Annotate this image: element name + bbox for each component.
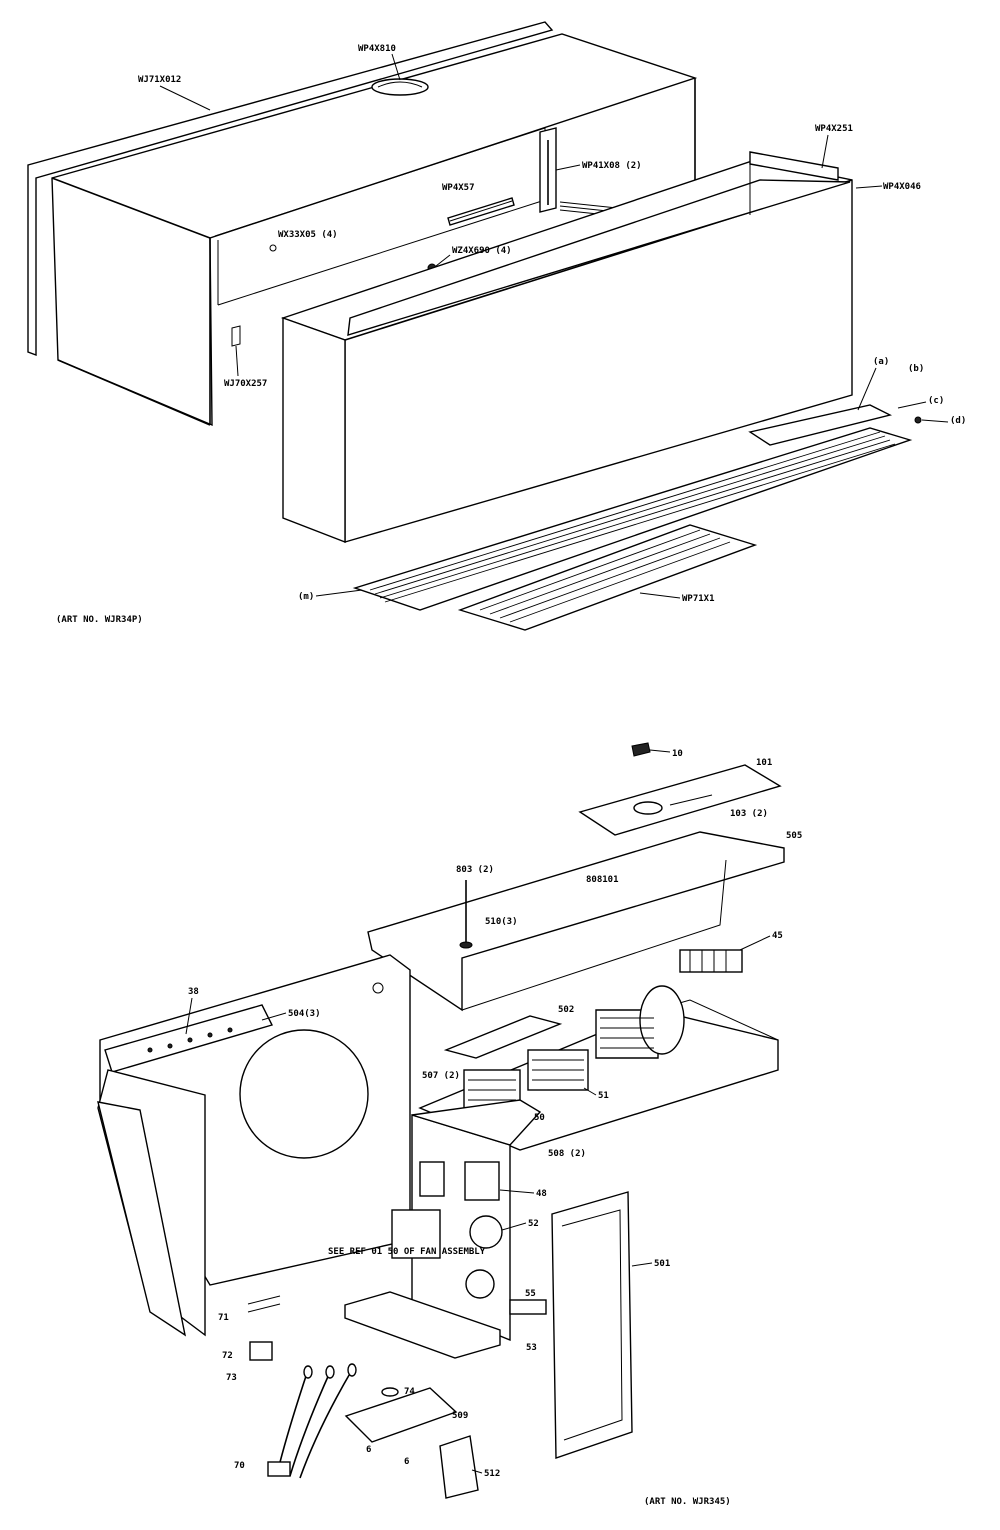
label-knob: 10 (672, 749, 683, 759)
label-wp71x1: WP71X1 (682, 594, 715, 604)
label-wire1: 71 (218, 1313, 229, 1323)
cabinet-assembly (27, 21, 698, 427)
label-wz4x690: WZ4X690 (4) (452, 246, 512, 256)
callout-b: (b) (908, 364, 924, 374)
label-access-panel: 501 (654, 1259, 670, 1269)
front-panel (280, 151, 853, 544)
label-motor-note: SEE REF 01 50 OF FAN ASSEMBLY (328, 1247, 486, 1257)
art-number-bottom: (ART NO. WJR345) (644, 1497, 731, 1507)
label-wj70x257: WJ70X257 (224, 379, 267, 389)
label-knob-small: 55 (525, 1289, 536, 1299)
label-plug: 74 (404, 1387, 415, 1397)
label-wx33x05: WX33X05 (4) (278, 230, 338, 240)
label-wp41x08: WP41X08 (2) (582, 161, 642, 171)
label-cap2: 51 (598, 1091, 609, 1101)
callout-a: (a) (873, 357, 889, 367)
label-terminal: 45 (772, 931, 783, 941)
callout-e: (m) (298, 592, 314, 602)
label-screws-row: 504(3) (288, 1009, 321, 1019)
label-panel: 101 (756, 758, 772, 768)
label-wp4x810: WP4X810 (358, 44, 396, 54)
label-washer: 510(3) (485, 917, 518, 927)
access-panel (551, 1191, 633, 1459)
label-plate: 509 (452, 1411, 468, 1421)
grille-assembly (352, 404, 922, 631)
label-cover: 505 (786, 831, 802, 841)
callout-d: (d) (950, 416, 966, 426)
label-item-a: 6 (366, 1445, 371, 1455)
chassis-assembly (367, 742, 785, 1151)
label-side-screw: 508 (2) (548, 1149, 586, 1159)
callout-c: (c) (928, 396, 944, 406)
label-switch: 48 (536, 1189, 547, 1199)
label-wp4x046: WP4X046 (883, 182, 921, 192)
label-cap1: 50 (534, 1113, 545, 1123)
wiring-parts (247, 1295, 479, 1499)
label-wire2: 72 (222, 1351, 233, 1361)
label-wp4x57: WP4X57 (442, 183, 475, 193)
label-wj71x012: WJ71X012 (138, 75, 181, 85)
label-rod: 803 (2) (456, 865, 494, 875)
label-spacer: 507 (2) (422, 1071, 460, 1081)
label-wire3: 73 (226, 1373, 237, 1383)
label-cord: 70 (234, 1461, 245, 1471)
fan-shroud (97, 954, 411, 1337)
top-labels: WP4X810 WJ71X012 WP41X08 (2) WP4X251 WP4… (56, 44, 966, 625)
label-bracket-bottom: 512 (484, 1469, 500, 1479)
label-item-b: 6 (404, 1457, 409, 1467)
label-bracket-left: 38 (188, 987, 199, 997)
label-thermostat: 52 (528, 1219, 539, 1229)
label-motor-plate: 502 (558, 1005, 574, 1015)
control-box (344, 1099, 547, 1359)
art-number-top: (ART NO. WJR34P) (56, 615, 143, 625)
label-clip: 808101 (586, 875, 619, 885)
label-wp4x251: WP4X251 (815, 124, 853, 134)
label-relay: 53 (526, 1343, 537, 1353)
label-screw-top: 103 (2) (730, 809, 768, 819)
bottom-labels: 10 101 103 (2) 505 803 (2) 808101 510(3)… (185, 749, 802, 1507)
